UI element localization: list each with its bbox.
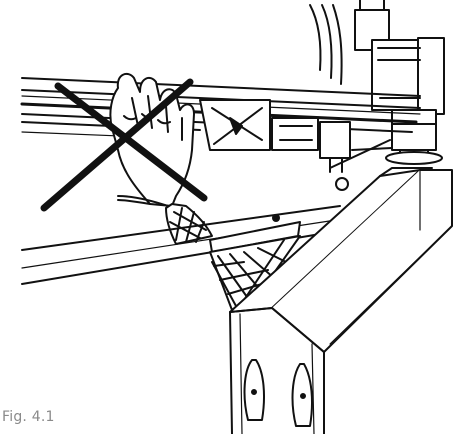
gloved-hand xyxy=(109,72,213,245)
machine-drawing xyxy=(20,0,453,434)
box-beam xyxy=(229,167,453,434)
machine-column xyxy=(309,0,445,165)
slide-mechanism xyxy=(199,99,393,191)
figure-caption: Fig. 4.1 xyxy=(2,409,55,425)
prohibition-cross-icon xyxy=(40,78,208,212)
mounting-feet xyxy=(243,359,313,427)
